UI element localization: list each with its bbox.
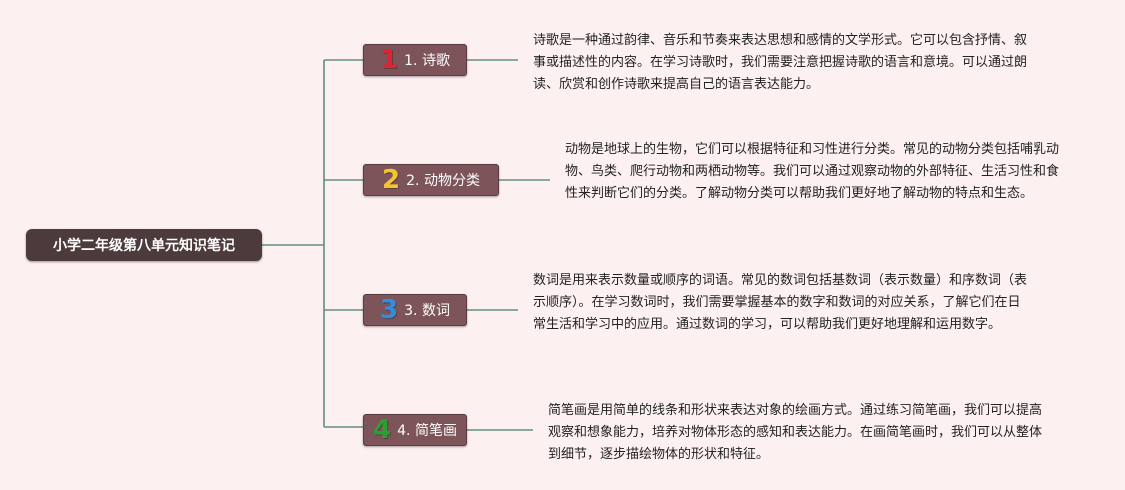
note-numerals: 数词是用来表示数量或顺序的词语。常见的数词包括基数词（表示数量）和序数词（表示顺… bbox=[533, 273, 1028, 332]
branch-node-numerals[interactable]: 3 3. 数词 bbox=[363, 294, 467, 326]
number-badge-4: 4 bbox=[373, 415, 392, 445]
root-label: 小学二年级第八单元知识笔记 bbox=[53, 238, 235, 254]
number-badge-3: 3 bbox=[380, 295, 399, 325]
branch-label-poetry: 1. 诗歌 bbox=[404, 53, 450, 69]
branch-label-numerals: 3. 数词 bbox=[404, 303, 450, 319]
number-badge-1: 1 bbox=[380, 45, 399, 75]
branch-node-poetry[interactable]: 1 1. 诗歌 bbox=[363, 44, 467, 76]
branch-node-animal-classification[interactable]: 2 2. 动物分类 bbox=[363, 164, 499, 196]
note-stick-drawing: 简笔画是用简单的线条和形状来表达对象的绘画方式。通过练习简笔画，我们可以提高观察… bbox=[548, 403, 1043, 462]
branch-label-stick-drawing: 4. 简笔画 bbox=[397, 423, 457, 439]
number-badge-2: 2 bbox=[382, 165, 401, 195]
note-animal-classification: 动物是地球上的生物，它们可以根据特征和习性进行分类。常见的动物分类包括哺乳动物、… bbox=[565, 142, 1060, 201]
note-poetry: 诗歌是一种通过韵律、音乐和节奏来表达思想和感情的文学形式。它可以包含抒情、叙事或… bbox=[533, 33, 1028, 92]
root-node[interactable]: 小学二年级第八单元知识笔记 bbox=[26, 229, 262, 261]
branch-node-stick-drawing[interactable]: 4 4. 简笔画 bbox=[363, 414, 467, 446]
branch-label-animal-classification: 2. 动物分类 bbox=[406, 173, 480, 189]
